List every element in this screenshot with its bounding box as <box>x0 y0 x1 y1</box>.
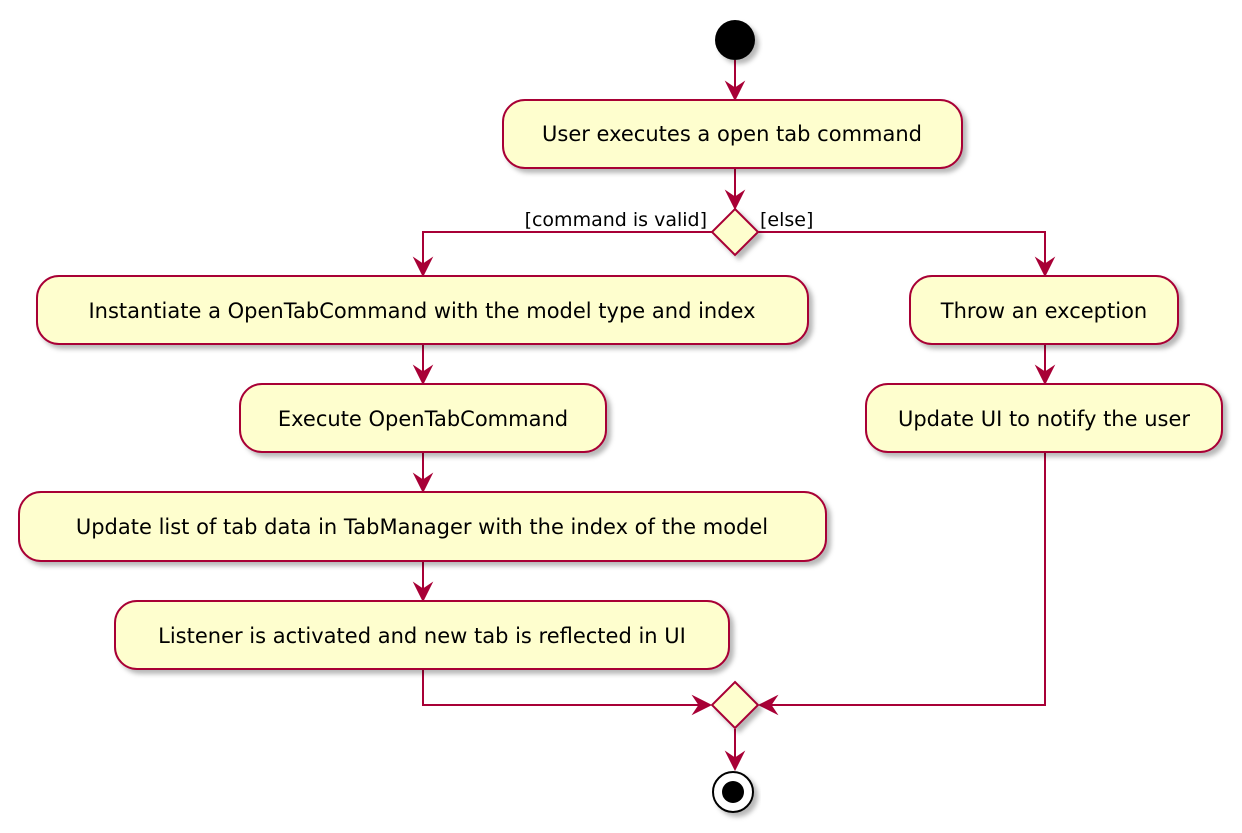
arrowhead <box>412 472 434 494</box>
activity-box <box>239 383 607 453</box>
activity-box <box>909 275 1179 345</box>
guard-else-label: [else] <box>760 209 813 231</box>
activity-box <box>865 383 1223 453</box>
arrowhead <box>691 694 713 716</box>
edge-decision-to-instantiate <box>422 231 712 274</box>
activity-update-ui: Update UI to notify the user <box>865 383 1223 453</box>
activity-throw-exception: Throw an exception <box>909 275 1179 345</box>
activity-box <box>36 275 809 345</box>
end-node-core <box>722 781 744 803</box>
guard-valid-label: [command is valid] <box>525 209 707 231</box>
arrowhead <box>412 581 434 603</box>
arrowhead <box>412 364 434 386</box>
activity-user-executes: User executes a open tab command <box>502 99 963 169</box>
start-node <box>715 20 755 60</box>
arrowhead <box>724 189 746 211</box>
activity-update-list: Update list of tab data in TabManager wi… <box>18 491 827 562</box>
end-node <box>712 771 754 813</box>
activity-label: Listener is activated and new tab is ref… <box>158 624 686 648</box>
activity-box <box>114 600 730 670</box>
activity-label: User executes a open tab command <box>542 122 922 146</box>
activity-listener: Listener is activated and new tab is ref… <box>114 600 730 670</box>
edge-update-ui-to-merge <box>761 452 1046 706</box>
edge-listener-to-merge <box>422 669 709 706</box>
activity-label: Update UI to notify the user <box>898 407 1190 431</box>
arrowhead <box>412 256 434 278</box>
arrowhead <box>1034 364 1056 386</box>
arrowhead <box>1034 256 1056 278</box>
activity-box <box>502 99 963 169</box>
edges <box>422 60 1046 768</box>
activity-box <box>18 491 827 562</box>
activity-instantiate: Instantiate a OpenTabCommand with the mo… <box>36 275 809 345</box>
arrowhead <box>724 80 746 102</box>
arrowheads <box>412 80 1056 772</box>
decision-node <box>710 207 760 257</box>
arrowhead <box>724 750 746 772</box>
activity-label: Throw an exception <box>940 299 1148 323</box>
activity-label: Update list of tab data in TabManager wi… <box>76 515 768 539</box>
merge-node <box>710 680 760 730</box>
arrowhead <box>757 694 779 716</box>
activity-label: Instantiate a OpenTabCommand with the mo… <box>88 299 755 323</box>
edge-decision-to-throw <box>758 231 1046 274</box>
activity-execute: Execute OpenTabCommand <box>239 383 607 453</box>
activity-label: Execute OpenTabCommand <box>278 407 568 431</box>
